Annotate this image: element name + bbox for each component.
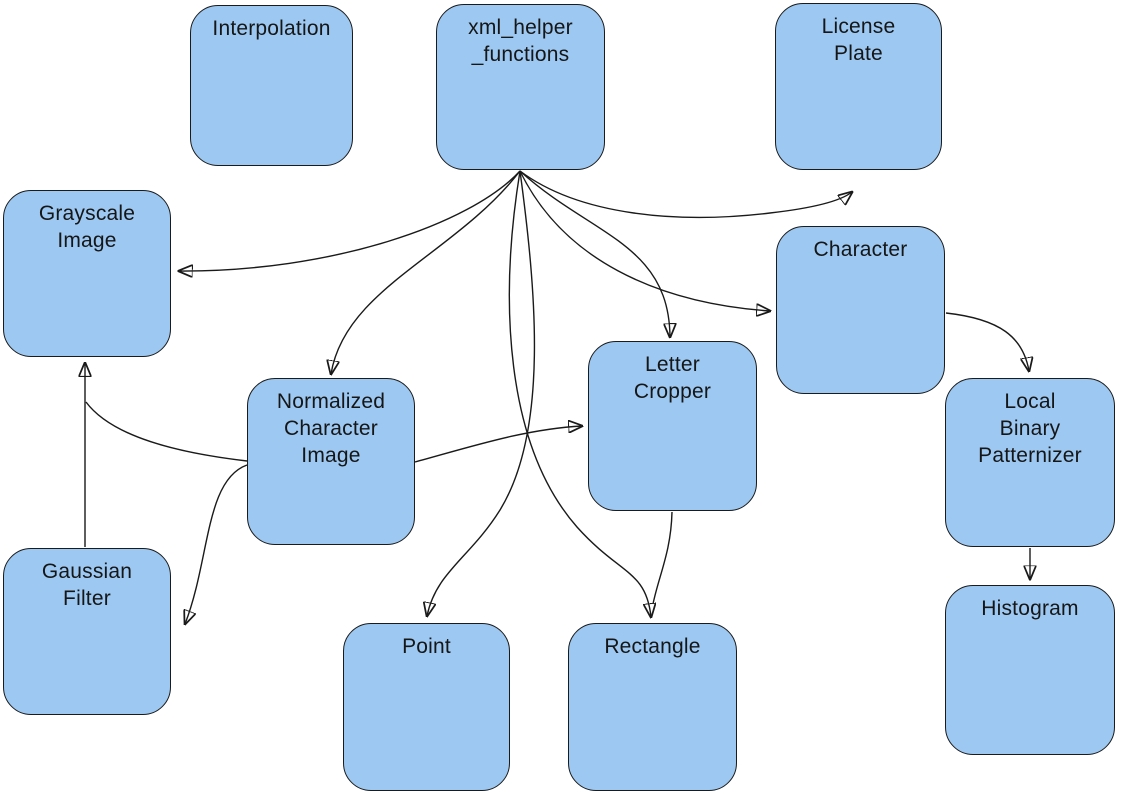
node-label: Normalized Character Image (276, 390, 386, 467)
node-label: License Plate (821, 15, 896, 65)
edge-xml_helper_functions-rectangle (508, 170, 651, 617)
edge-normalized_character_image-gaussian_filter (185, 464, 248, 624)
node-label: Point (402, 635, 451, 658)
edge-normalized_character_image-grayscale_image (85, 401, 248, 462)
edge-xml_helper_functions-point (427, 170, 536, 616)
edge-normalized_character_image-letter_cropper (414, 426, 582, 463)
edge-xml_helper_functions-character (519, 170, 770, 311)
node-license-plate: License Plate (775, 3, 942, 170)
node-interpolation: Interpolation (190, 5, 353, 166)
node-letter-cropper: Letter Cropper (588, 341, 757, 511)
edge-character-local_binary_patternizer (945, 312, 1029, 371)
edge-letter_cropper-rectangle (652, 511, 673, 605)
node-label: Local Binary Patternizer (978, 390, 1082, 467)
node-normalized-character-image: Normalized Character Image (247, 378, 415, 545)
node-histogram: Histogram (945, 585, 1115, 755)
node-label: Histogram (981, 597, 1079, 620)
node-label: Letter Cropper (633, 353, 712, 403)
node-point: Point (343, 623, 510, 791)
node-xml-helper-functions: xml_helper _functions (436, 4, 605, 170)
edge-xml_helper_functions-grayscale_image (179, 170, 521, 271)
edge-xml_helper_functions-letter_cropper (519, 170, 670, 337)
node-grayscale-image: Grayscale Image (3, 190, 171, 357)
node-rectangle: Rectangle (568, 623, 737, 791)
node-gaussian-filter: Gaussian Filter (3, 548, 171, 715)
edge-xml_helper_functions-normalized_character_image (331, 170, 521, 374)
node-label: Interpolation (212, 17, 331, 40)
node-label: Gaussian Filter (41, 560, 133, 610)
node-label: Rectangle (604, 635, 701, 658)
node-label: Character (813, 238, 908, 261)
edge-xml_helper_functions-license_plate (519, 170, 852, 219)
node-character: Character (776, 226, 945, 394)
node-label: Grayscale Image (38, 202, 136, 252)
node-label: xml_helper _functions (468, 16, 573, 66)
node-local-binary-patternizer: Local Binary Patternizer (945, 378, 1115, 547)
